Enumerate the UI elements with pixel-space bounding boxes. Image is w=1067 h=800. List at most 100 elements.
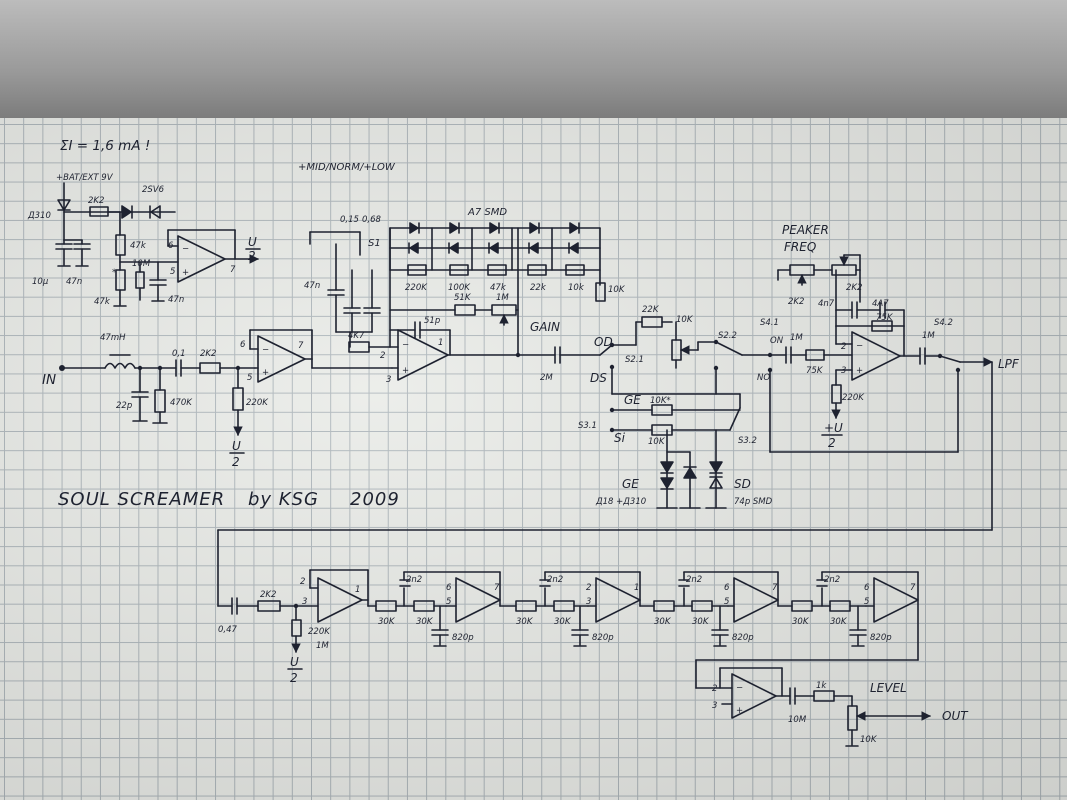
- switch-s3-1-label: S3.1: [578, 421, 597, 431]
- svg-text:6: 6: [240, 340, 246, 350]
- si-label: Si: [614, 431, 626, 445]
- cap-0-15-label: 0,15: [340, 215, 359, 225]
- svg-text:820p: 820p: [452, 633, 474, 643]
- sd-diodes-part-label: 74p SMD: [734, 497, 773, 507]
- svg-text:100K: 100K: [448, 283, 471, 293]
- svg-text:2n2: 2n2: [686, 575, 702, 585]
- svg-text:3: 3: [386, 375, 391, 385]
- svg-text:U: U: [232, 439, 241, 453]
- svg-text:2: 2: [380, 351, 385, 361]
- ge-diodes-label: GE: [622, 477, 639, 491]
- gain-label: GAIN: [530, 320, 560, 334]
- r-220k-bias-label: 220K: [246, 398, 269, 408]
- output-stage: −+ 2 3 10M 1k 10K LEVEL OUT: [695, 667, 969, 747]
- svg-text:22k: 22k: [530, 283, 547, 293]
- ge-diodes-part-label: Д18 +Д310: [595, 497, 646, 507]
- author: by KSG: [248, 489, 319, 510]
- svg-text:5: 5: [864, 597, 869, 607]
- title-block: SOUL SCREAMER by KSG 2009: [58, 489, 399, 510]
- svg-text:1: 1: [634, 583, 639, 593]
- cap-47n-gain-label: 47n: [304, 281, 320, 291]
- diode-d310-label: Д310: [27, 211, 51, 221]
- svg-text:−: −: [736, 683, 743, 693]
- svg-text:220K: 220K: [405, 283, 428, 293]
- svg-text:10k: 10k: [568, 283, 585, 293]
- zener-label: 2SV6: [142, 185, 165, 195]
- svg-text:*: *: [112, 268, 116, 278]
- svg-text:2K2: 2K2: [846, 283, 862, 293]
- svg-text:5: 5: [446, 597, 451, 607]
- svg-text:10K: 10K: [860, 735, 878, 745]
- svg-text:820p: 820p: [870, 633, 892, 643]
- svg-text:3: 3: [586, 597, 591, 607]
- svg-text:75K: 75K: [806, 366, 824, 376]
- svg-text:6: 6: [724, 583, 730, 593]
- svg-text:30K: 30K: [416, 617, 434, 627]
- input-stage: IN 47mH 0,1 2K2 22p 470K 220K U 2 −+ 6 5…: [42, 329, 393, 469]
- svg-text:5: 5: [724, 597, 729, 607]
- svg-text:+: +: [736, 706, 743, 716]
- output-label: OUT: [942, 709, 969, 723]
- svg-text:1: 1: [438, 338, 443, 348]
- svg-text:5: 5: [170, 267, 175, 277]
- diode-array-label: A7 SMD: [467, 207, 507, 218]
- filter-stage-1: 30K 30K 2n2 820p 6 5 7: [375, 571, 517, 647]
- svg-text:−: −: [262, 345, 269, 355]
- cap-0-68-label: 0,68: [362, 215, 382, 225]
- svg-text:2: 2: [300, 577, 305, 587]
- svg-text:−: −: [182, 244, 189, 254]
- svg-text:30K: 30K: [654, 617, 672, 627]
- peaker-freq-label: FREQ: [784, 240, 816, 254]
- r-47k-bottom-label: 47k: [94, 297, 111, 307]
- switch-s2-1-label: S2.1: [625, 355, 644, 365]
- svg-text:−: −: [856, 341, 863, 351]
- svg-text:10K: 10K: [608, 285, 626, 295]
- svg-text:U: U: [248, 235, 257, 249]
- cap-10u-label: 10μ: [32, 277, 49, 287]
- svg-text:220K: 220K: [308, 627, 331, 637]
- mode-note: +MID/NORM/+LOW: [298, 162, 396, 173]
- svg-text:2n2: 2n2: [406, 575, 422, 585]
- svg-text:2K2: 2K2: [260, 590, 276, 600]
- svg-text:4A7: 4A7: [872, 299, 889, 309]
- svg-text:2: 2: [828, 436, 836, 450]
- cap-47n-b-label: 47n: [168, 295, 184, 305]
- cap-47n-label: 47n: [66, 277, 82, 287]
- svg-text:7: 7: [910, 583, 916, 593]
- desk-background: [0, 0, 1067, 118]
- r-10m-label: 10M: [132, 259, 151, 269]
- svg-text:30K: 30K: [830, 617, 848, 627]
- svg-text:30K: 30K: [692, 617, 710, 627]
- cap-22p-label: 22p: [116, 401, 132, 411]
- svg-text:2: 2: [248, 249, 256, 263]
- diode-pairs: [408, 222, 580, 254]
- svg-text:+: +: [856, 366, 863, 376]
- r-4k7-label: 4K7: [348, 331, 365, 341]
- r-470k-label: 470K: [170, 398, 193, 408]
- lpf-label: LPF: [998, 357, 1020, 371]
- svg-text:1: 1: [355, 585, 360, 595]
- svg-text:2K2: 2K2: [788, 297, 804, 307]
- inductor-label: 47mH: [100, 333, 126, 343]
- r-47k-top-label: 47k: [130, 241, 147, 251]
- peaker-stage: PEAKER FREQ ON NO S4.1 1M 75K −+ 2 3 220…: [217, 223, 1020, 607]
- svg-text:22K: 22K: [642, 305, 660, 315]
- svg-text:30K: 30K: [554, 617, 572, 627]
- switch-on-label: ON: [770, 336, 784, 346]
- pot-1m-gain-label: 1M: [496, 293, 509, 303]
- svg-text:220K: 220K: [842, 393, 865, 403]
- svg-text:10K: 10K: [676, 315, 694, 325]
- svg-text:5: 5: [247, 373, 252, 383]
- svg-text:2n2: 2n2: [547, 575, 563, 585]
- svg-text:3: 3: [841, 366, 846, 376]
- svg-text:30K: 30K: [378, 617, 396, 627]
- r-51k-label: 51K: [454, 293, 472, 303]
- level-label: LEVEL: [870, 681, 907, 695]
- r-input-2k2-label: 2K2: [200, 349, 216, 359]
- svg-text:7: 7: [772, 583, 778, 593]
- mode-switch-section: 2M OD DS S2.1 22K 10K S2.2 GE 10K* Si 10…: [540, 305, 773, 509]
- current-note: ΣI = 1,6 mA !: [60, 138, 150, 154]
- svg-text:+: +: [182, 268, 189, 278]
- svg-text:2: 2: [232, 455, 240, 469]
